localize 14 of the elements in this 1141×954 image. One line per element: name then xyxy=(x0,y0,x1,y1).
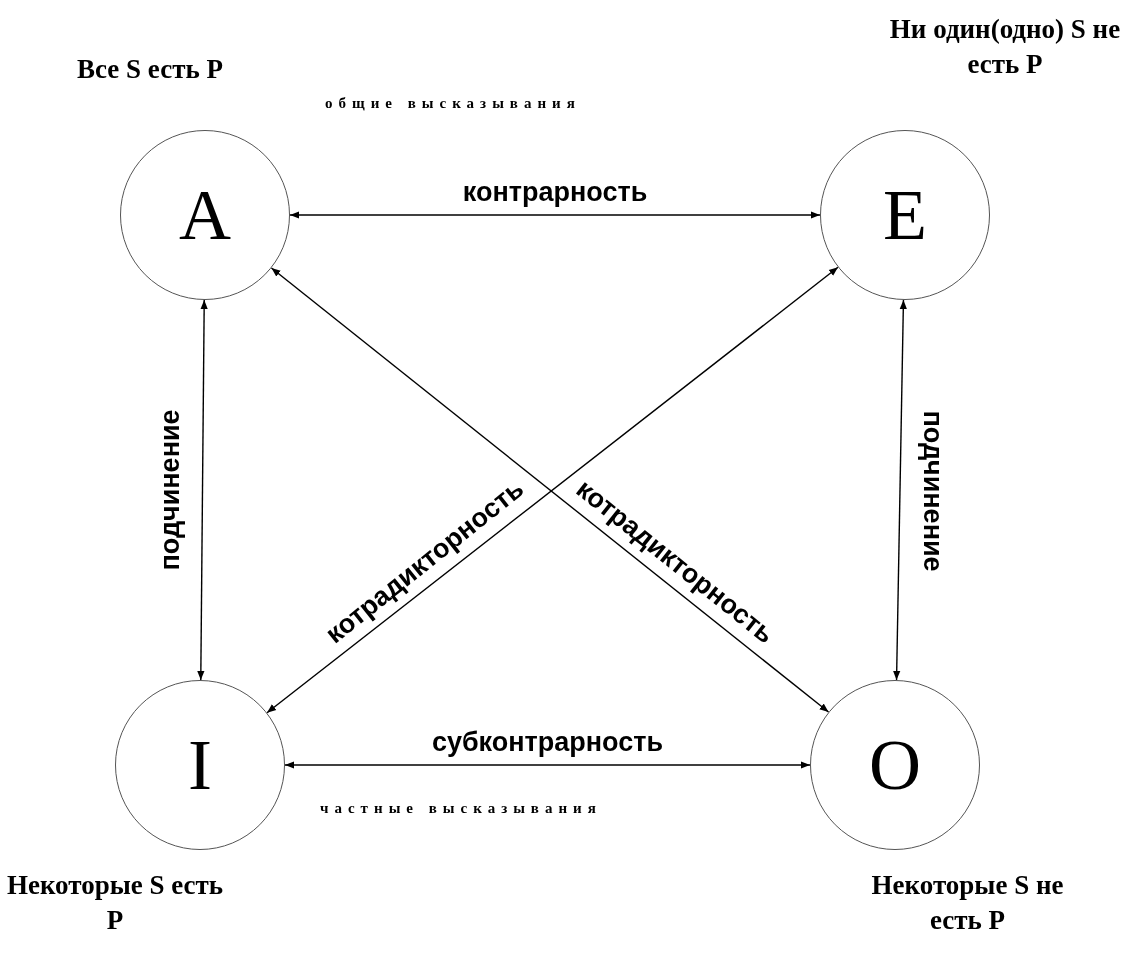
double-arrow xyxy=(284,761,811,769)
statement-text: Все S есть P xyxy=(76,53,224,86)
node-letter: E xyxy=(883,173,927,257)
statement-text: Некоторые S не есть P xyxy=(870,869,1065,938)
node-letter: A xyxy=(179,173,231,257)
double-arrow xyxy=(197,299,208,681)
group-caption: общие высказывания xyxy=(325,95,581,112)
node-letter: I xyxy=(188,723,212,807)
double-arrow xyxy=(893,299,907,681)
group-caption: частные высказывания xyxy=(320,800,602,817)
statement-text: Некоторые S есть P xyxy=(5,869,225,938)
node-letter: O xyxy=(869,723,921,807)
statement-text: Ни один(одно) S не есть P xyxy=(888,13,1122,82)
double-arrow xyxy=(289,211,821,219)
